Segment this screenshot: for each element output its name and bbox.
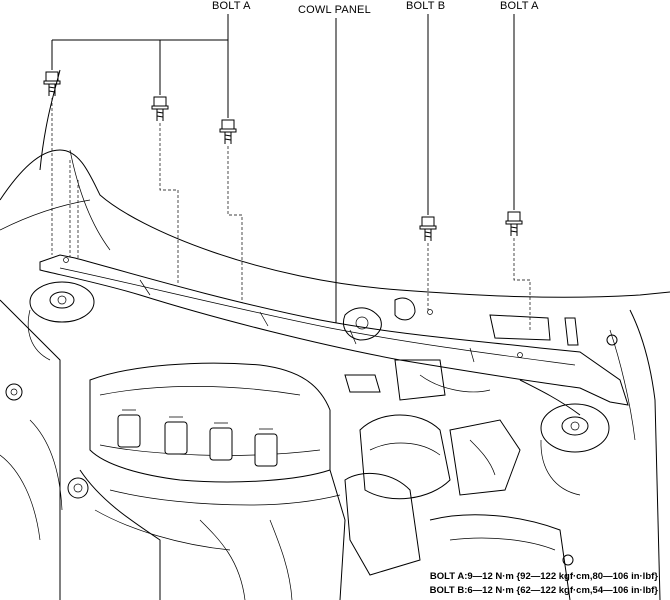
torque-spec-bolt-b: BOLT B:6—12 N·m {62—122 kgf·cm,54—106 in… [429, 585, 658, 596]
cowl-panel-callout: COWL PANEL [298, 4, 371, 16]
intake-components [344, 379, 581, 600]
bolt-b-icon [419, 216, 437, 241]
wiper-motor [343, 297, 491, 401]
install-guides [51, 98, 531, 330]
bolt-a-callout-left: BOLT A [212, 0, 251, 12]
bolt-a-icon [151, 96, 169, 121]
body-outline [0, 69, 670, 600]
strut-tower-right [540, 403, 610, 496]
bolt-a-icon [43, 71, 61, 96]
front-left-components [0, 334, 618, 566]
bolt-a-icon [219, 119, 237, 144]
leader-lines [51, 14, 515, 330]
engine-block [79, 362, 346, 600]
strut-tower-left [27, 281, 95, 361]
torque-spec-bolt-a: BOLT A:9—12 N·m {92—122 kgf·cm,80—106 in… [429, 571, 658, 582]
bolt-a-callout-right: BOLT A [500, 0, 539, 12]
cowl-panel [39, 254, 629, 406]
bolt-a-icon [505, 211, 523, 236]
bolt-b-callout: BOLT B [406, 0, 446, 12]
